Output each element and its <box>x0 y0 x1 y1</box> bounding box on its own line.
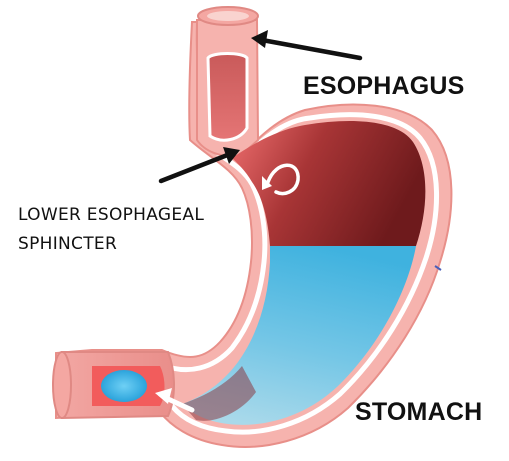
esophagus-label: ESOPHAGUS <box>303 74 465 99</box>
lower-esophageal-sphincter-label: LOWER ESOPHAGEAL SPHINCTER <box>18 201 204 259</box>
duodenum-opening <box>53 352 71 418</box>
stomach-label: STOMACH <box>355 400 482 425</box>
les-label-line-2: SPHINCTER <box>18 230 204 259</box>
esophagus-opening-inner <box>207 11 249 21</box>
les-label-line-1: LOWER ESOPHAGEAL <box>18 201 204 230</box>
esophagus-lumen <box>208 54 247 141</box>
pointer-arrow-icon <box>251 30 360 58</box>
food-bolus <box>101 370 147 402</box>
